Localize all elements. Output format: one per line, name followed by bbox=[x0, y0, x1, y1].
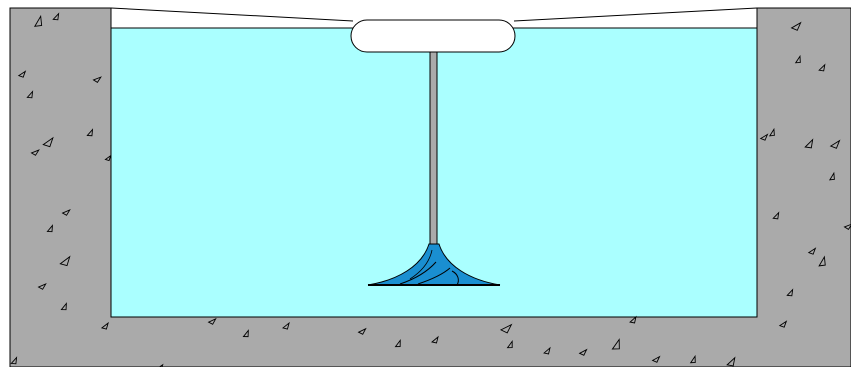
aggregate-mark bbox=[357, 327, 367, 335]
concrete-aggregate bbox=[10, 12, 851, 367]
aggregate-mark bbox=[790, 21, 802, 31]
aggregate-mark bbox=[59, 255, 71, 267]
aerator-float bbox=[350, 19, 516, 53]
aggregate-mark bbox=[17, 70, 27, 78]
aggregate-mark bbox=[61, 209, 71, 216]
aggregate-mark bbox=[46, 224, 53, 233]
impeller-blade bbox=[399, 261, 437, 285]
drive-shaft bbox=[429, 49, 438, 247]
impeller-blade bbox=[417, 267, 451, 285]
aggregate-mark bbox=[818, 63, 826, 72]
impeller-blade bbox=[451, 270, 459, 286]
aggregate-mark bbox=[431, 335, 439, 344]
mooring-line-left bbox=[110, 7, 354, 22]
aggregate-mark bbox=[104, 154, 112, 162]
aggregate-mark bbox=[778, 320, 788, 328]
aggregate-mark bbox=[100, 321, 109, 330]
aggregate-mark bbox=[52, 12, 60, 21]
aggregate-mark bbox=[843, 223, 851, 230]
aggregate-mark bbox=[829, 139, 841, 149]
aggregate-mark bbox=[578, 348, 588, 356]
aggregate-mark bbox=[804, 138, 814, 149]
mooring-line-right bbox=[513, 7, 758, 22]
aggregate-mark bbox=[207, 317, 217, 325]
aggregate-mark bbox=[30, 149, 40, 156]
aggregate-mark bbox=[499, 323, 513, 334]
aggregate-mark bbox=[37, 282, 47, 290]
aggregate-mark bbox=[394, 339, 401, 348]
aggregate-mark bbox=[26, 90, 34, 99]
aggregate-mark bbox=[92, 76, 102, 83]
aggregate-mark bbox=[629, 315, 637, 324]
aggregate-mark bbox=[768, 127, 775, 137]
aggregate-mark bbox=[786, 288, 794, 297]
aggregate-mark bbox=[33, 14, 43, 27]
aggregate-mark bbox=[689, 354, 696, 364]
aggregate-mark bbox=[726, 356, 736, 367]
aggregate-mark bbox=[818, 255, 826, 267]
aggregate-mark bbox=[772, 211, 780, 220]
aggregate-mark bbox=[242, 329, 249, 338]
aggregate-mark bbox=[651, 355, 661, 363]
aggregate-mark bbox=[794, 54, 801, 64]
aggregate-mark bbox=[611, 338, 620, 350]
aggregate-mark bbox=[42, 136, 54, 148]
mixing-impeller bbox=[367, 243, 501, 286]
aggregate-mark bbox=[86, 128, 94, 137]
aggregate-mark bbox=[60, 302, 67, 311]
aggregate-mark bbox=[10, 356, 18, 365]
aggregate-mark bbox=[828, 171, 835, 181]
aggregate-mark bbox=[807, 247, 817, 255]
aggregate-mark bbox=[759, 133, 769, 141]
aggregate-mark bbox=[281, 321, 290, 330]
aggregate-mark bbox=[543, 346, 551, 355]
aggregate-mark bbox=[506, 339, 513, 349]
impeller-blade bbox=[409, 249, 433, 280]
